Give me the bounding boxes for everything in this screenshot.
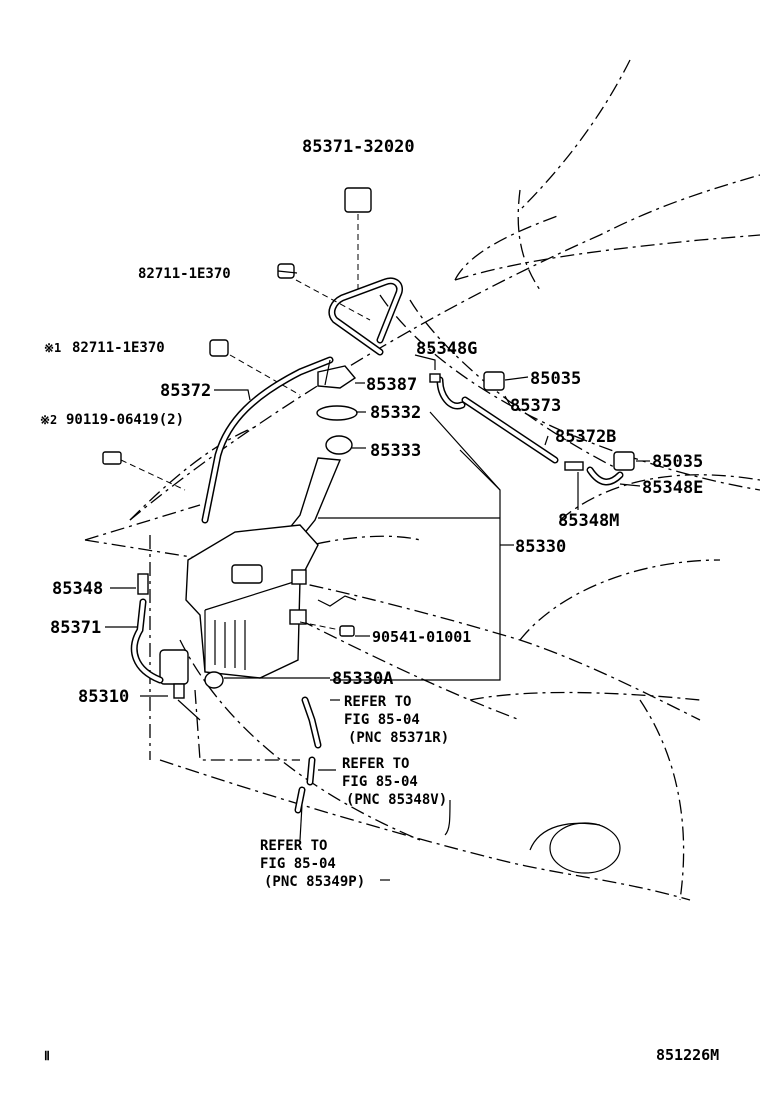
label-82711-upper: 82711-1E370 — [138, 266, 231, 282]
ref-85371R-line2: FIG 85-04 — [344, 712, 420, 728]
ref-85349P-line2: FIG 85-04 — [260, 856, 336, 872]
label-85387: 85387 — [366, 375, 417, 395]
label-85332: 85332 — [370, 403, 421, 423]
mark-note-1: ※1 — [44, 341, 61, 355]
joint-85348 — [137, 573, 149, 595]
joint-85348G — [429, 373, 441, 383]
reference-notes: REFER TO FIG 85-04 (PNC 85371R) REFER TO… — [260, 694, 449, 890]
label-85372B: 85372B — [555, 427, 616, 447]
figure-code: 851226M — [656, 1046, 719, 1064]
bracket-85387 — [317, 365, 357, 389]
bolt-90541 — [339, 625, 355, 637]
part-labels: 85371-32020 82711-1E370 ※1 82711-1E370 8… — [40, 137, 703, 707]
label-85371-32020: 85371-32020 — [302, 137, 415, 157]
ref-85348V-line1: REFER TO — [342, 756, 409, 772]
ref-85371R-line1: REFER TO — [344, 694, 411, 710]
gasket-85332 — [316, 405, 358, 421]
nozzle-85035-left — [483, 371, 505, 391]
label-85330: 85330 — [515, 537, 566, 557]
label-90541-01001: 90541-01001 — [372, 628, 471, 646]
label-90119: 90119-06419(2) — [66, 412, 184, 428]
vehicle-body-outline — [84, 59, 760, 901]
cap-85333 — [325, 435, 353, 455]
ref-85348V-line3: (PNC 85348V) — [346, 792, 447, 808]
joint-85348M — [564, 461, 584, 471]
ref-85348V-line2: FIG 85-04 — [342, 774, 418, 790]
label-85348: 85348 — [52, 579, 103, 599]
ref-85371R-line3: (PNC 85371R) — [348, 730, 449, 746]
leader-lines — [105, 270, 650, 881]
washer-tank-85330 — [185, 524, 319, 679]
label-85330A: 85330A — [332, 669, 393, 689]
label-82711-lower: 82711-1E370 — [72, 340, 165, 356]
footer: Ⅱ 851226M — [44, 1046, 719, 1064]
hose-85371 — [130, 598, 164, 684]
footer-left-mark: Ⅱ — [44, 1049, 50, 1063]
label-85348E: 85348E — [642, 478, 703, 498]
pump-85310 — [159, 649, 189, 685]
label-85373: 85373 — [510, 396, 561, 416]
label-85035-lower: 85035 — [652, 452, 703, 472]
label-85348G: 85348G — [416, 339, 477, 359]
nozzle-85035-right — [613, 451, 635, 471]
label-85348M: 85348M — [558, 511, 619, 531]
bolt-90119 — [102, 451, 122, 465]
label-85371: 85371 — [50, 618, 101, 638]
ref-85349P-line3: (PNC 85349P) — [264, 874, 365, 890]
mark-note-2: ※2 — [40, 413, 57, 427]
grommet-85330A — [204, 671, 224, 689]
clip-85371-32020 — [344, 187, 372, 213]
label-85310: 85310 — [78, 687, 129, 707]
ref-85349P-line1: REFER TO — [260, 838, 327, 854]
label-85333: 85333 — [370, 441, 421, 461]
label-85035-upper: 85035 — [530, 369, 581, 389]
clamp-82711-lower — [209, 339, 229, 357]
label-85372: 85372 — [160, 381, 211, 401]
